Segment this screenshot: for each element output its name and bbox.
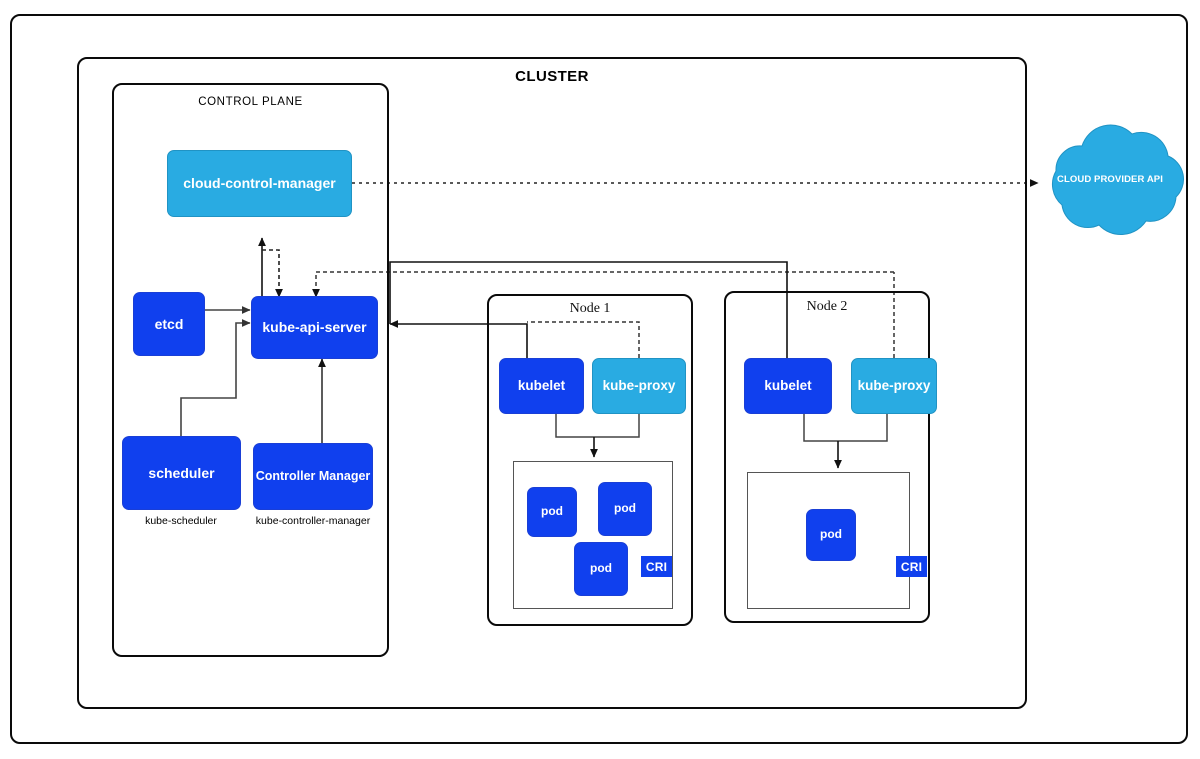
link-node1-kubelet-to-api (389, 320, 528, 358)
link-node1-kubeproxy-up (527, 321, 640, 358)
link-kubeproxy-bus-to-api (312, 271, 894, 298)
control-plane-title: CONTROL PLANE (198, 96, 303, 108)
kube-scheduler-label: kube-scheduler (145, 515, 217, 527)
node-1-frame (487, 294, 693, 626)
node-2-kube-proxy-box[interactable]: kube-proxy (851, 358, 937, 414)
node-1-kube-proxy-box[interactable]: kube-proxy (592, 358, 686, 414)
link-ccm-to-api (262, 249, 283, 298)
controller-manager-box[interactable]: Controller Manager (253, 443, 373, 510)
scheduler-box[interactable]: scheduler (122, 436, 241, 510)
link-scheduler-to-api (180, 319, 251, 436)
cluster-title: CLUSTER (515, 68, 589, 85)
node-2-title: Node 2 (806, 299, 848, 314)
kube-controller-manager-label: kube-controller-manager (255, 515, 371, 527)
kube-api-server-box[interactable]: kube-api-server (251, 296, 378, 359)
cloud-provider-api-shape (1051, 124, 1185, 235)
cloud-control-manager-box[interactable]: cloud-control-manager (167, 150, 352, 217)
node-2-kubelet-box[interactable]: kubelet (744, 358, 832, 414)
diagram-outer-frame (10, 14, 1188, 744)
control-plane-frame (112, 83, 389, 657)
node-1-pod-3[interactable]: pod (574, 542, 628, 596)
node-2-pod-host (747, 472, 910, 609)
node-2-pod-1[interactable]: pod (806, 509, 856, 561)
node-1-pod-2[interactable]: pod (598, 482, 652, 536)
node-1-pod-host (513, 461, 673, 609)
node-2-frame (724, 291, 930, 623)
node-1-pod-1[interactable]: pod (527, 487, 577, 537)
etcd-box[interactable]: etcd (133, 292, 205, 356)
link-node1-to-pods (555, 414, 640, 438)
node-1-kubelet-box[interactable]: kubelet (499, 358, 584, 414)
link-node2-kubelet-to-api (389, 261, 788, 358)
node-1-cri-badge: CRI (641, 556, 672, 577)
link-node2-to-pods (803, 414, 888, 442)
node-2-cri-badge: CRI (896, 556, 927, 577)
node-1-title: Node 1 (569, 301, 611, 316)
cluster-frame (77, 57, 1027, 709)
